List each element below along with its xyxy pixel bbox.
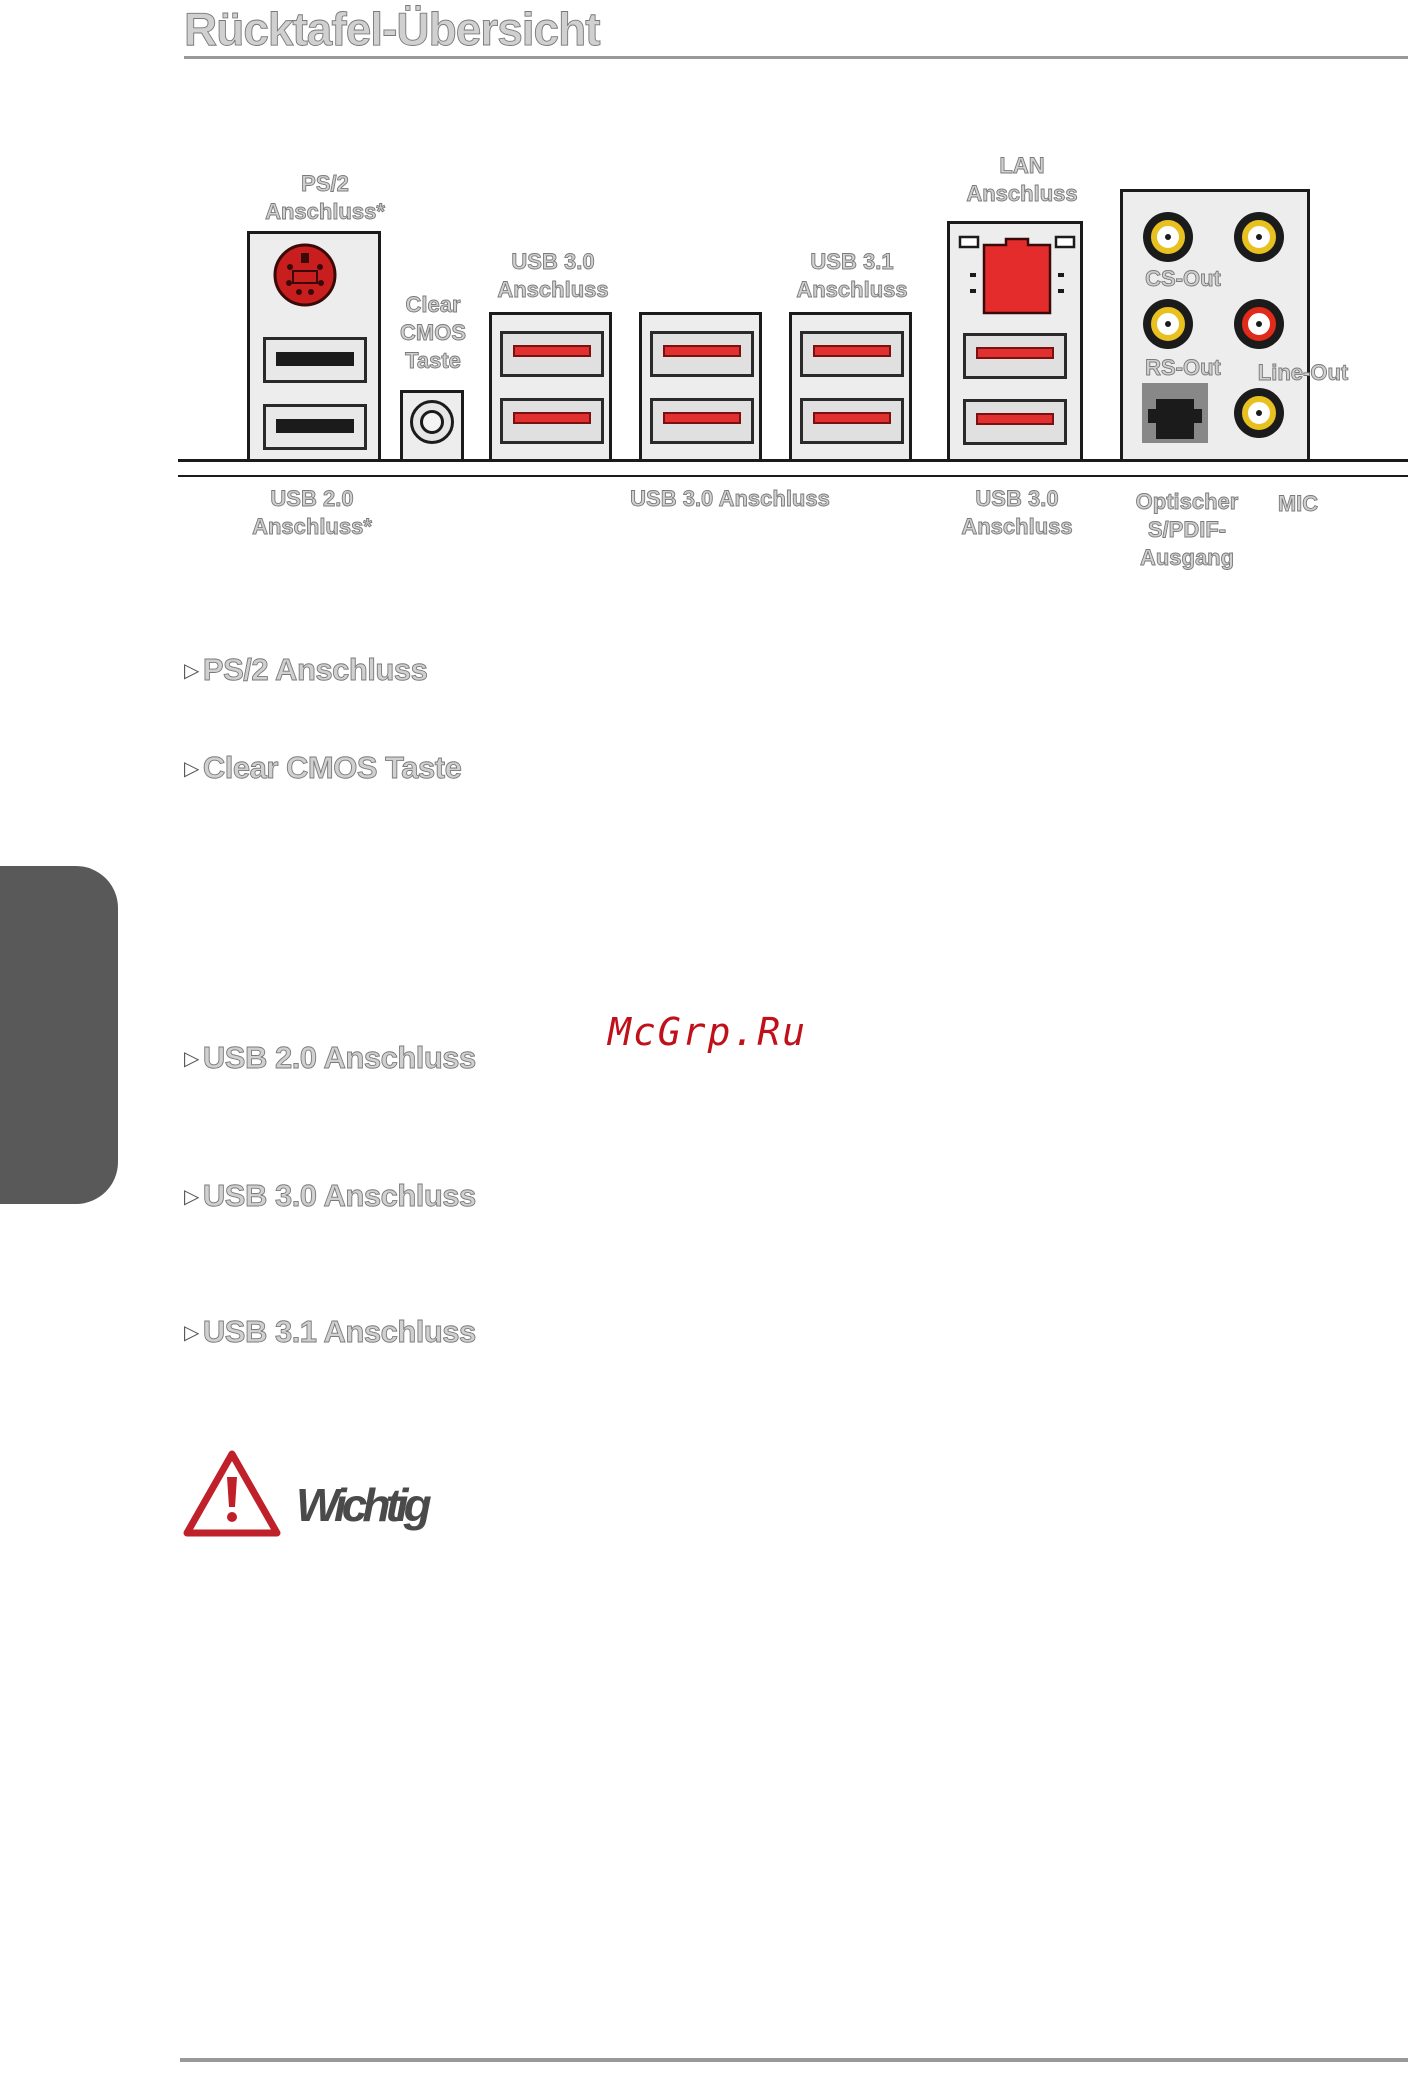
footer-rule [180, 2058, 1408, 2062]
usb20-port [263, 337, 367, 383]
usb31-port [800, 398, 904, 444]
ps2-usb20-panel [247, 231, 381, 459]
heading-ps2: ▷PS/2 Anschluss [184, 652, 428, 688]
heading-usb30: ▷USB 3.0 Anschluss [184, 1178, 477, 1214]
heading-clear-cmos: ▷Clear CMOS Taste [184, 750, 462, 786]
warning-triangle-icon [183, 1450, 281, 1537]
page-title: Rücktafel-Übersicht [184, 3, 601, 56]
usb20-port [263, 404, 367, 450]
audio-jack-yellow [1143, 212, 1193, 262]
usb30-port [963, 333, 1067, 379]
audio-jack-yellow [1234, 388, 1284, 438]
ps2-port-icon [273, 243, 337, 307]
usb31-panel [789, 312, 912, 459]
heading-usb20: ▷USB 2.0 Anschluss [184, 1040, 477, 1076]
label-usb30-middle: USB 3.0 Anschluss [630, 486, 831, 512]
label-mic: MIC [1277, 491, 1319, 517]
bullet-triangle-icon: ▷ [184, 1322, 199, 1344]
usb30-port [963, 399, 1067, 445]
audio-panel [1120, 189, 1310, 459]
panel-baseline [178, 475, 1408, 477]
bullet-triangle-icon: ▷ [184, 758, 199, 780]
label-line-out: Line-Out [1257, 360, 1349, 386]
heading-usb31: ▷USB 3.1 Anschluss [184, 1314, 477, 1350]
watermark: McGrp.Ru [608, 1010, 808, 1054]
label-rs-out: RS-Out [1145, 355, 1222, 381]
audio-jack-yellow [1234, 212, 1284, 262]
usb30-middle-panel [639, 312, 762, 459]
bullet-triangle-icon: ▷ [184, 1186, 199, 1208]
usb30-port [500, 398, 604, 444]
usb30-left-panel [489, 312, 612, 459]
spdif-port-icon [1142, 383, 1208, 443]
label-cs-out: CS-Out [1145, 266, 1222, 292]
usb30-port [650, 398, 754, 444]
usb30-port [650, 331, 754, 377]
panel-baseline [178, 459, 1408, 462]
title-rule [184, 56, 1408, 59]
important-label: Wichtig [296, 1479, 432, 1531]
chapter-side-tab [0, 866, 118, 1204]
clear-cmos-button [410, 400, 454, 444]
usb31-port [800, 331, 904, 377]
audio-jack-yellow [1143, 299, 1193, 349]
lan-usb30-panel [947, 221, 1083, 459]
audio-jack-red [1234, 299, 1284, 349]
usb30-port [500, 331, 604, 377]
bullet-triangle-icon: ▷ [184, 660, 199, 682]
clear-cmos-panel [400, 390, 464, 459]
lan-port-icon [958, 235, 1076, 315]
bullet-triangle-icon: ▷ [184, 1048, 199, 1070]
